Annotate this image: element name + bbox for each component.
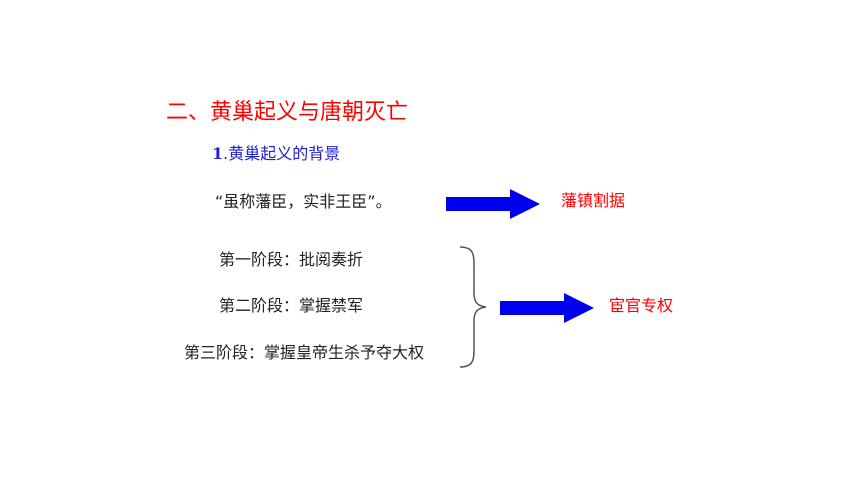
stages-result-label: 宦官专权 bbox=[609, 296, 674, 315]
stage-3-label: 第三阶段：掌握皇帝生杀予夺大权 bbox=[184, 343, 425, 362]
stage-2-label: 第二阶段：掌握禁军 bbox=[219, 296, 364, 315]
sub-heading-number: 1 bbox=[212, 144, 224, 163]
sub-heading: 1.黄巢起义的背景 bbox=[212, 143, 340, 165]
right-arrow-icon bbox=[446, 189, 540, 219]
right-curly-brace-icon bbox=[459, 246, 487, 368]
stage-1-label: 第一阶段：批阅奏折 bbox=[219, 250, 364, 269]
quote-result-label: 藩镇割据 bbox=[561, 191, 626, 210]
quote-text: “虽称藩臣，实非王臣”。 bbox=[215, 192, 392, 211]
sub-heading-text: .黄巢起义的背景 bbox=[223, 144, 341, 163]
right-arrow-icon bbox=[500, 293, 594, 323]
section-title: 二、黄巢起义与唐朝灭亡 bbox=[166, 100, 409, 125]
